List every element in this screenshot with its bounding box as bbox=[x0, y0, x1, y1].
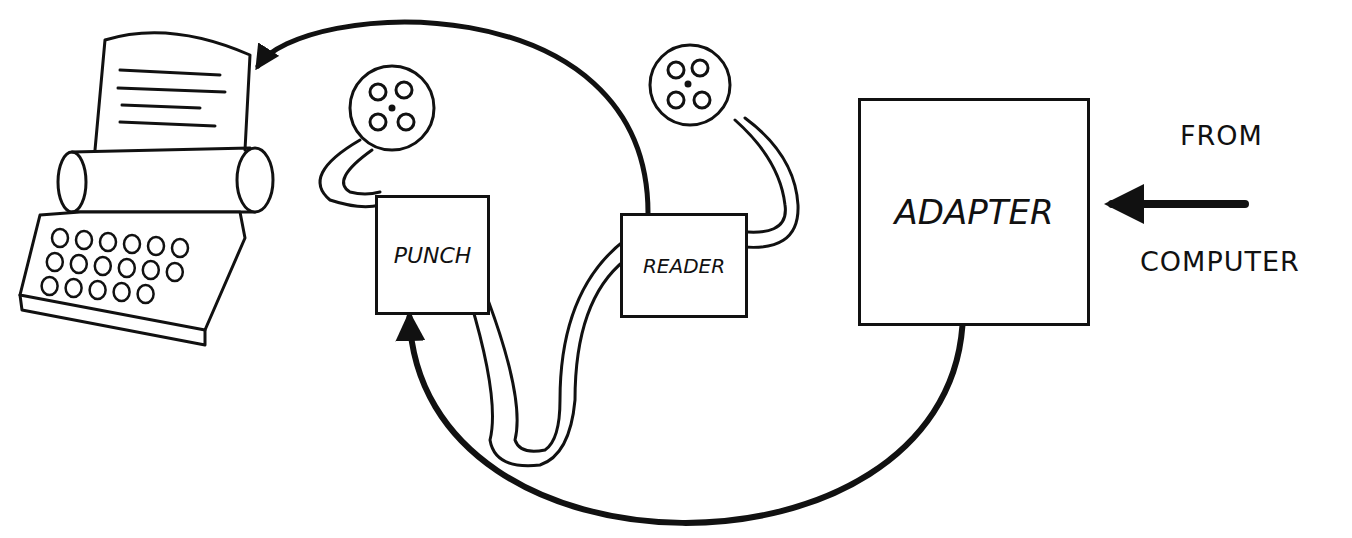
paper-tape bbox=[320, 140, 380, 207]
tape-reel bbox=[350, 66, 434, 150]
device-box: READER bbox=[620, 213, 748, 318]
output-arrow bbox=[258, 22, 648, 215]
paper-tape-loop bbox=[488, 240, 625, 451]
device-box: ADAPTER bbox=[858, 98, 1090, 326]
signal-label: FROM bbox=[1180, 120, 1263, 151]
paper-tape-loop bbox=[470, 260, 625, 466]
box-label: READER bbox=[643, 254, 725, 278]
device-box: PUNCH bbox=[375, 195, 490, 315]
signal-label: COMPUTER bbox=[1140, 246, 1300, 277]
teletype-printer bbox=[20, 33, 273, 345]
tape-reel bbox=[650, 45, 730, 125]
keyboard-keys bbox=[42, 229, 188, 303]
input-arrow bbox=[1112, 200, 1245, 208]
box-label: ADAPTER bbox=[894, 192, 1053, 232]
box-label: PUNCH bbox=[394, 243, 472, 268]
signal-arrow bbox=[410, 317, 963, 523]
